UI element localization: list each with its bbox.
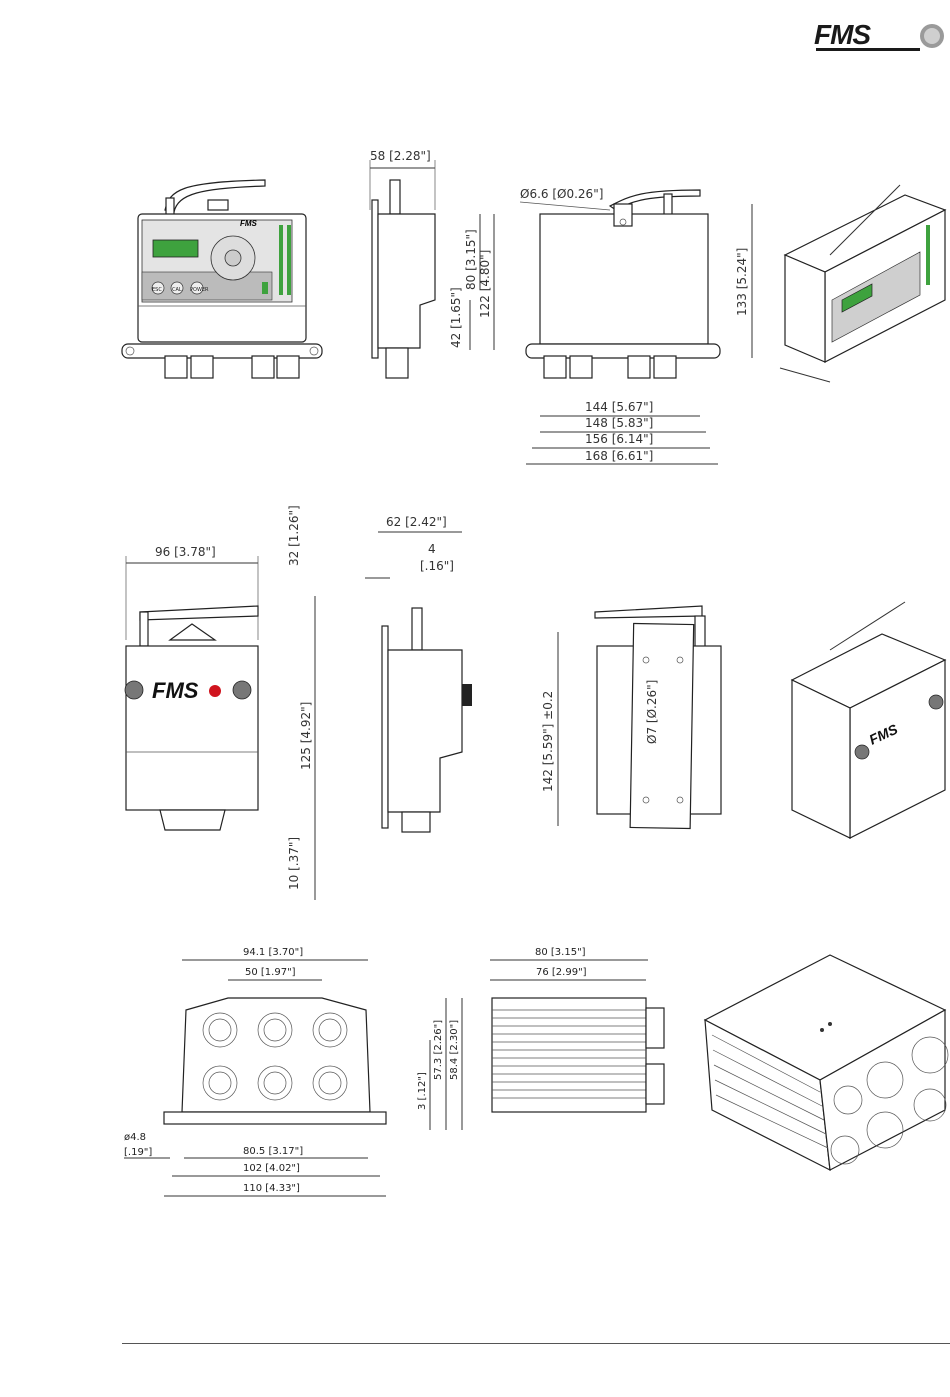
- dim-width-168: 168 [6.61"]: [585, 449, 653, 463]
- panel-logo: FMS: [240, 219, 258, 228]
- dim-side-h80: 80 [3.15"]: [464, 229, 478, 290]
- row3-connectors: [202, 1012, 348, 1101]
- dim-width-156: 156 [6.14"]: [585, 432, 653, 446]
- dim-width-80-5: 80.5 [3.17"]: [243, 1146, 303, 1157]
- row2-rear-view: 142 [5.59"] ±0.2 Ø7 [Ø.26"]: [541, 605, 722, 830]
- dim-hole-48-in: [.19"]: [124, 1147, 152, 1158]
- dim-width-80: 80 [3.15"]: [535, 947, 586, 958]
- dim-width-148: 148 [5.83"]: [585, 416, 653, 430]
- logo-text: FMS: [814, 19, 871, 50]
- dim-depth-62: 62 [2.42"]: [386, 515, 447, 529]
- dim-width-76: 76 [2.99"]: [536, 967, 587, 978]
- panel-button-cal: CAL: [172, 287, 182, 293]
- row3-connector-view: 94.1 [3.70"] 50 [1.97"] 3 [.12"] 57.3 [2…: [124, 947, 463, 1197]
- dim-side-h42: 42 [1.65"]: [449, 287, 463, 348]
- dim-hole-48: ø4.8: [124, 1132, 146, 1143]
- dim-height-125: 125 [4.92"]: [299, 702, 313, 770]
- row2-front-view: 96 [3.78"] FMS 32 [1.26"] 125 [4.92"] 10…: [124, 505, 316, 900]
- dim-height-3: 3 [.12"]: [417, 1072, 428, 1110]
- dim-depth-4-in: [.16"]: [420, 559, 454, 573]
- row2-front-logo: FMS: [152, 678, 199, 703]
- row1-isometric-view: [779, 184, 947, 383]
- row1-side-view: 58 [2.28"] 80 [3.15"] 122 [4.80"] 42 [1.…: [369, 149, 495, 379]
- row1-front-view: ESC CAL POWER FMS: [121, 179, 323, 379]
- dim-hole-66: Ø6.6 [Ø0.26"]: [520, 187, 603, 201]
- panel-button-power: POWER: [190, 287, 209, 293]
- row3-cooling-fins: [492, 1009, 646, 1099]
- dim-width-144: 144 [5.67"]: [585, 400, 653, 414]
- dim-height-57: 57.3 [2.26"]: [433, 1020, 444, 1080]
- dim-height-58: 58.4 [2.30"]: [449, 1020, 460, 1080]
- row2-isometric-view: FMS: [790, 601, 947, 839]
- dim-depth-4: 4: [428, 542, 436, 556]
- row3-side-view: 80 [3.15"] 76 [2.99"]: [490, 947, 665, 1113]
- dim-side-h122: 122 [4.80"]: [478, 250, 492, 318]
- dim-height-32: 32 [1.26"]: [287, 505, 301, 566]
- dim-hole-7: Ø7 [Ø.26"]: [645, 680, 659, 744]
- dim-width-94: 94.1 [3.70"]: [243, 947, 303, 958]
- dim-height-133: 133 [5.24"]: [735, 248, 749, 316]
- footer-rule: [122, 1343, 950, 1344]
- dim-width-102: 102 [4.02"]: [243, 1163, 300, 1174]
- panel-button-esc: ESC: [152, 287, 162, 293]
- dim-height-10: 10 [.37"]: [287, 837, 301, 890]
- dim-width-110: 110 [4.33"]: [243, 1183, 300, 1194]
- dim-side-depth: 58 [2.28"]: [370, 149, 431, 163]
- fms-logo: FMS: [814, 19, 944, 51]
- row1-rear-view: Ø6.6 [Ø0.26"] 133 [5.24"] 144 [5.67"] 14…: [519, 187, 753, 465]
- dim-width-96: 96 [3.78"]: [155, 545, 216, 559]
- dim-width-50: 50 [1.97"]: [245, 967, 296, 978]
- dim-height-142: 142 [5.59"] ±0.2: [541, 691, 555, 792]
- row2-side-view: 62 [2.42"] 4 [.16"]: [365, 515, 472, 833]
- row3-isometric-view: [703, 954, 949, 1172]
